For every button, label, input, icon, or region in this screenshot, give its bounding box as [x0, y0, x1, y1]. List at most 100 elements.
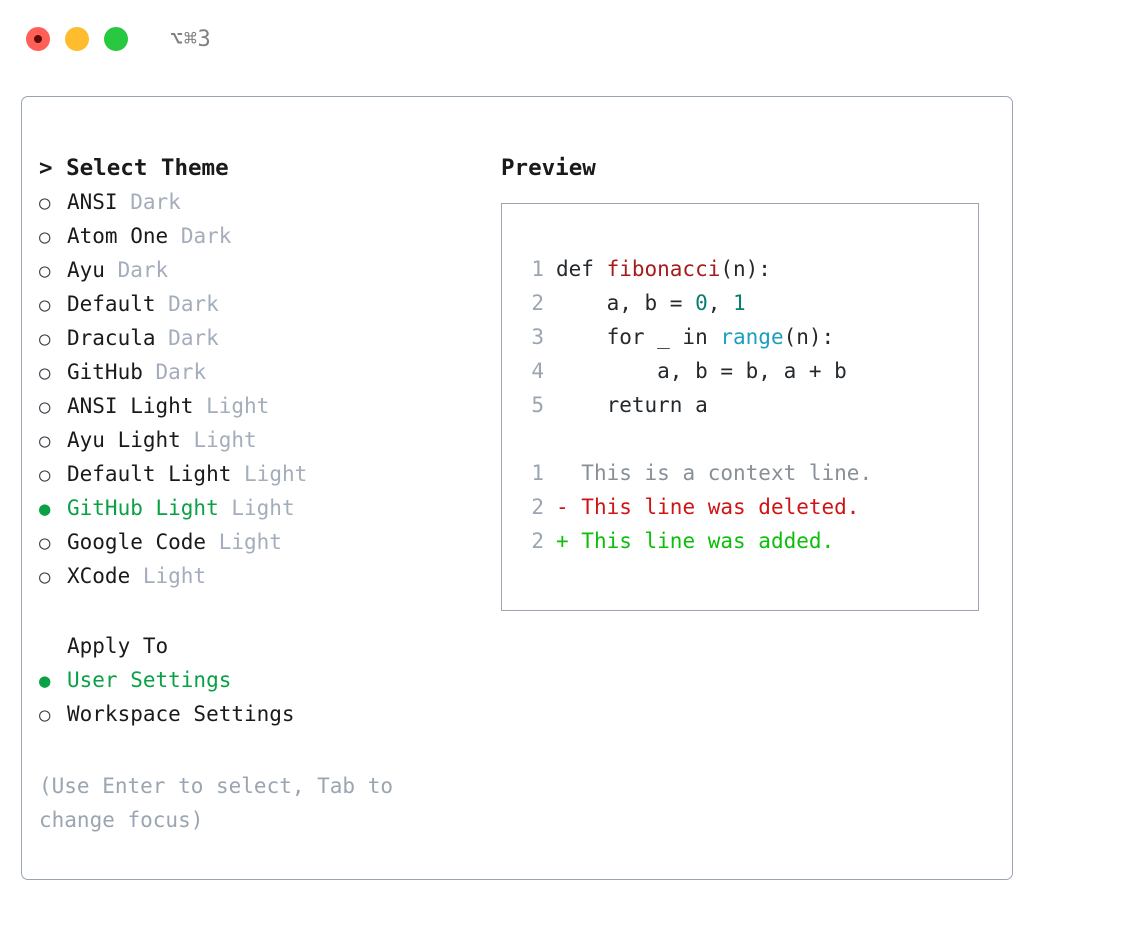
theme-option-label: Default Light [67, 462, 232, 486]
diff-marker-icon: - [556, 495, 582, 519]
main-panel: > Select Theme ○ANSI Dark○Atom One Dark○… [21, 96, 1013, 880]
theme-option-google-code[interactable]: ○Google Code Light [39, 525, 501, 559]
radio-selected-icon: ● [39, 670, 51, 692]
theme-option-ayu[interactable]: ○Ayu Dark [39, 253, 501, 287]
label-kind-separator [181, 423, 194, 457]
radio-unselected-icon: ○ [39, 532, 51, 554]
label-kind-separator [118, 185, 131, 219]
theme-option-kind: Dark [180, 224, 232, 248]
zoom-window-icon[interactable] [104, 27, 128, 51]
theme-option-kind: Dark [130, 190, 181, 214]
apply-to-option-list[interactable]: ●User Settings ○ Workspace Settings [39, 663, 501, 731]
minimize-window-icon[interactable] [65, 27, 89, 51]
code-token-plain: , [707, 291, 734, 315]
theme-option-kind: Dark [155, 360, 207, 384]
theme-option-kind: Dark [168, 292, 219, 316]
preview-heading: Preview [501, 155, 596, 181]
theme-option-label: GitHub [67, 360, 143, 384]
code-token-plain: def [556, 257, 607, 281]
traffic-light-group [26, 27, 128, 51]
theme-option-label: ANSI [67, 190, 118, 214]
theme-option-label: Atom One [67, 224, 169, 248]
theme-option-github[interactable]: ○ GitHub Dark [39, 355, 501, 389]
apply-to-option-label: Workspace Settings [67, 702, 295, 726]
code-line-content: for _ in range(n): [556, 320, 835, 354]
code-token-plain: return a [556, 393, 708, 417]
window-titlebar: ⌥⌘3 [0, 0, 1140, 78]
code-token-num: 1 [733, 291, 746, 315]
theme-option-default-light[interactable]: ○Default Light Light [39, 457, 501, 491]
theme-option-label: Ayu Light [67, 428, 181, 452]
window-title: ⌥⌘3 [170, 26, 212, 52]
label-kind-separator [206, 525, 219, 559]
code-line-content: a, b = 0, 1 [556, 286, 746, 320]
label-kind-separator [219, 491, 232, 525]
code-line-content: def fibonacci(n): [556, 252, 771, 286]
code-line-number: 4 [531, 359, 544, 383]
diff-line-number: 2 [531, 495, 544, 519]
label-kind-separator [231, 457, 244, 491]
code-line: 2 a, b = 0, 1 [518, 286, 978, 320]
theme-option-kind: Light [206, 394, 270, 418]
radio-selected-icon: ● [39, 498, 51, 520]
theme-option-label: GitHub Light [67, 496, 219, 520]
theme-option-ayu-light[interactable]: ○Ayu Light Light [39, 423, 501, 457]
theme-option-list[interactable]: ○ANSI Dark○Atom One Dark○Ayu Dark○Defaul… [39, 185, 501, 593]
code-line-content: return a [556, 388, 708, 422]
diff-sample-block: 1 This is a context line. 2- This line wa… [518, 456, 978, 558]
radio-unselected-icon: ○ [39, 192, 51, 214]
radio-unselected-icon: ○ [39, 704, 51, 726]
code-token-call: range [720, 325, 784, 349]
diff-line-text: This line was added. [581, 529, 835, 553]
apply-to-option-workspace-settings[interactable]: ○ Workspace Settings [39, 697, 501, 731]
radio-unselected-icon: ○ [39, 464, 51, 486]
label-kind-separator [193, 389, 206, 423]
theme-option-github-light[interactable]: ● GitHub Light Light [39, 491, 501, 525]
radio-unselected-icon: ○ [39, 396, 51, 418]
diff-line-number: 1 [531, 461, 544, 485]
label-kind-separator [143, 355, 156, 389]
keyboard-hint-text: (Use Enter to select, Tab to change focu… [39, 774, 406, 832]
code-line-number: 3 [531, 325, 544, 349]
theme-picker-column: > Select Theme ○ANSI Dark○Atom One Dark○… [39, 151, 501, 837]
radio-unselected-icon: ○ [39, 430, 51, 452]
theme-option-ansi-light[interactable]: ○ ANSI Light Light [39, 389, 501, 423]
code-line-content: a, b = b, a + b [556, 354, 847, 388]
label-kind-separator [105, 253, 118, 287]
apply-to-option-user-settings[interactable]: ●User Settings [39, 663, 501, 697]
theme-option-xcode[interactable]: ○XCode Light [39, 559, 501, 593]
theme-option-label: Default [67, 292, 156, 316]
theme-option-atom-one[interactable]: ○ Atom One Dark [39, 219, 501, 253]
theme-option-label: Ayu [67, 258, 105, 282]
code-line-number: 5 [531, 393, 544, 417]
diff-line-added: 2+ This line was added. [518, 524, 978, 558]
label-kind-separator [168, 219, 181, 253]
theme-option-ansi[interactable]: ○ ANSI Dark [39, 185, 501, 219]
radio-unselected-icon: ○ [39, 226, 51, 248]
code-line: 4 a, b = b, a + b [518, 354, 978, 388]
theme-option-default[interactable]: ○Default Dark [39, 287, 501, 321]
theme-option-label: Dracula [67, 326, 156, 350]
close-window-icon[interactable] [26, 27, 50, 51]
code-token-plain: for _ in [556, 325, 721, 349]
diff-line-text: This line was deleted. [581, 495, 860, 519]
radio-unselected-icon: ○ [39, 362, 51, 384]
code-token-plain: (n): [720, 257, 771, 281]
code-token-num: 0 [695, 291, 708, 315]
diff-marker-icon [556, 456, 581, 490]
apply-to-heading: Apply To [67, 634, 169, 658]
code-token-plain: (n): [783, 325, 835, 349]
radio-unselected-icon: ○ [39, 566, 51, 588]
diff-line-context: 1 This is a context line. [518, 456, 978, 490]
code-line-number: 2 [531, 291, 544, 315]
code-token-plain: a, b = b, a + b [556, 359, 847, 383]
theme-option-label: ANSI Light [67, 394, 194, 418]
code-diff-spacer [518, 422, 978, 456]
label-kind-separator [130, 559, 143, 593]
theme-option-kind: Light [231, 496, 295, 520]
theme-option-dracula[interactable]: ○Dracula Dark [39, 321, 501, 355]
